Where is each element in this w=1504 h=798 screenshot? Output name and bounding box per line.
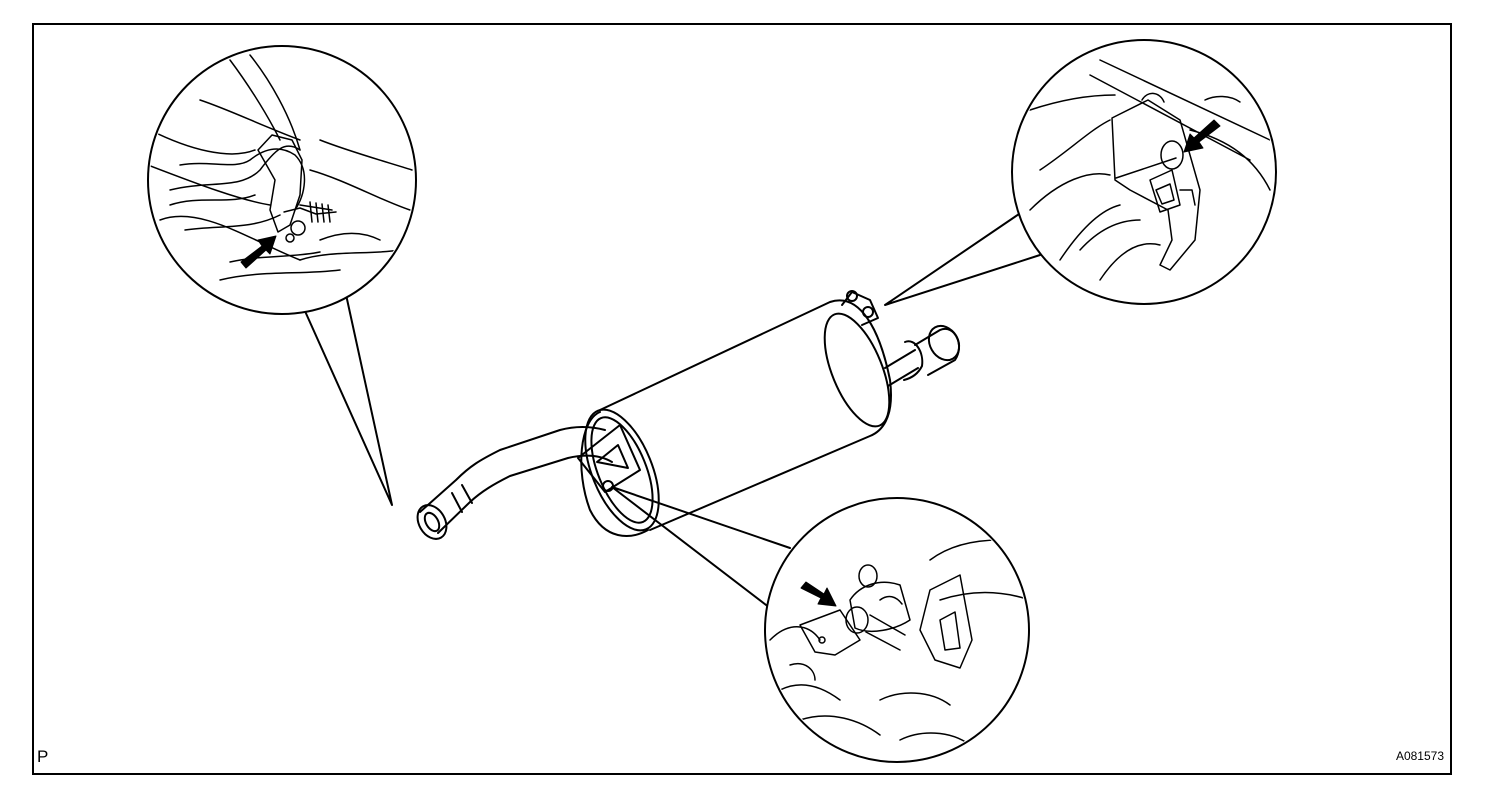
arrow-front <box>240 235 277 269</box>
rear-hanger-pin <box>1160 140 1184 170</box>
muffler-rear-rim <box>823 312 891 428</box>
top-hanger <box>841 291 879 326</box>
corner-letter: P <box>37 747 49 766</box>
detail-circle-middle <box>764 497 1030 763</box>
callout-leader-front <box>299 289 393 506</box>
rear-bracket <box>1111 99 1201 271</box>
inlet-flange <box>416 504 448 540</box>
callout-leader-rear <box>884 211 1041 306</box>
detail-circle-rear <box>1011 39 1277 305</box>
middle-bracket <box>919 574 973 669</box>
callout-leader-middle <box>611 486 791 609</box>
muffler-body <box>599 299 892 531</box>
muffler-front-face <box>584 408 660 532</box>
clamp-bolt <box>299 201 333 223</box>
inlet-pipe <box>419 426 606 513</box>
front-bracket <box>577 424 641 493</box>
arrow-middle <box>800 581 837 607</box>
detail-circle-front <box>147 45 417 315</box>
tail-pipe <box>884 349 919 387</box>
figure-code: A081573 <box>1395 749 1444 763</box>
muffler-assembly <box>416 290 961 540</box>
arrow-rear <box>1183 119 1221 153</box>
